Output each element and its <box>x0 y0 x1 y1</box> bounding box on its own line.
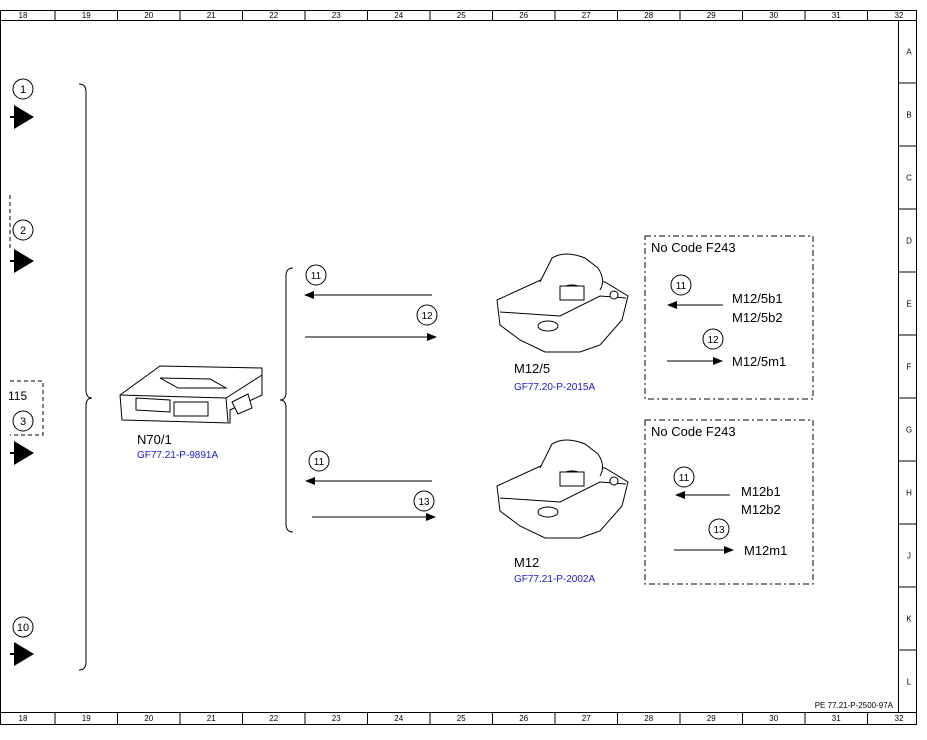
grid-column-label: 29 <box>707 714 716 723</box>
grid-row-label: G <box>906 426 912 435</box>
option-box-bottom-title: No Code F243 <box>651 424 736 439</box>
grid-row-label: D <box>906 237 912 246</box>
input-10: 10 <box>10 616 34 666</box>
grid-row-label: H <box>906 489 912 498</box>
grid-column-label: 30 <box>769 714 778 723</box>
grid-column-labels-top: 18 19 20 21 22 23 24 25 26 27 28 29 30 31 32 <box>19 11 904 20</box>
grid-column-label: 25 <box>457 714 466 723</box>
m12-5-actuator-icon <box>496 253 629 353</box>
grid-row-label: E <box>906 300 911 309</box>
grid-column-label: 21 <box>207 11 216 20</box>
grid-row-label: J <box>907 552 911 561</box>
grid-column-label: 22 <box>269 11 278 20</box>
m12-signal-13: 13 <box>312 490 436 521</box>
option-box-top: No Code F243 11 M12/5b1 M12/5b2 12 M12/5… <box>644 235 814 400</box>
m12-5-name: M12/5 <box>514 361 550 376</box>
option-box-bottom: No Code F243 11 M12b1 M12b2 13 M12m1 <box>644 419 814 585</box>
grid-row-ticks <box>898 82 917 651</box>
m12-signal-13-label: 13 <box>418 497 430 508</box>
grid-column-label: 31 <box>832 11 841 20</box>
grid-column-labels-bottom: 18 19 20 21 22 23 24 25 26 27 28 29 30 31 32 <box>19 714 904 723</box>
grid-column-label: 19 <box>82 714 91 723</box>
box-top-circle-a: 11 <box>676 281 687 292</box>
grid-row-label: L <box>907 678 912 687</box>
grid-column-label: 23 <box>332 714 341 723</box>
input-1-label: 1 <box>20 84 26 96</box>
grid-column-label: 29 <box>707 11 716 20</box>
m12-signal-11-label: 11 <box>314 457 325 468</box>
grid-column-label: 23 <box>332 11 341 20</box>
grid-column-label: 22 <box>269 714 278 723</box>
m12-signal-11: 11 <box>305 450 432 485</box>
grid-column-label: 21 <box>207 714 216 723</box>
module-115-label: 115 <box>8 389 27 403</box>
input-2-label: 2 <box>20 225 26 237</box>
grid-column-label: 25 <box>457 11 466 20</box>
input-3-label: 3 <box>20 416 26 428</box>
grid-column-label: 18 <box>19 714 28 723</box>
n70-ref-link[interactable]: GF77.21-P-9891A <box>137 450 218 461</box>
grid-column-label: 18 <box>19 11 28 20</box>
grid-row-label: A <box>906 48 912 57</box>
input-3-arrow-icon <box>14 441 34 465</box>
grid-column-label: 30 <box>769 11 778 20</box>
box-bottom-label-b: M12m1 <box>744 543 787 558</box>
grid-column-label: 32 <box>895 11 904 20</box>
box-bottom-label-a1: M12b1 <box>741 484 781 499</box>
grid-column-label: 26 <box>519 714 528 723</box>
grid-column-label: 32 <box>895 714 904 723</box>
drawing-frame <box>0 10 917 725</box>
grid-column-label: 27 <box>582 714 591 723</box>
grid-column-label: 20 <box>144 11 153 20</box>
input-10-arrow-icon <box>14 642 34 666</box>
left-bracket <box>78 83 93 671</box>
n70-module-icon <box>119 365 263 424</box>
grid-column-label: 31 <box>832 714 841 723</box>
right-bracket <box>279 267 294 533</box>
grid-row-label: F <box>907 363 912 372</box>
m12-name: M12 <box>514 555 539 570</box>
grid-column-label: 24 <box>394 11 403 20</box>
input-1: 1 <box>10 78 34 129</box>
grid-row-label: B <box>906 111 911 120</box>
m12-actuator-icon <box>496 439 629 539</box>
box-bottom-circle-a: 11 <box>679 473 690 484</box>
grid-column-ticks <box>54 10 868 724</box>
m12-5-signal-11: 11 <box>304 264 432 299</box>
grid-column-label: 27 <box>582 11 591 20</box>
input-2: 2 <box>9 195 34 273</box>
n70-name: N70/1 <box>137 432 172 447</box>
drawing-code: PE 77.21-P-2500-97A <box>815 701 894 710</box>
m12-5-signal-11-label: 11 <box>311 271 322 282</box>
grid-column-label: 26 <box>519 11 528 20</box>
grid-column-label: 19 <box>82 11 91 20</box>
m12-5-signal-12-label: 12 <box>421 311 433 322</box>
box-bottom-label-a2: M12b2 <box>741 502 781 517</box>
grid-column-label: 24 <box>394 714 403 723</box>
grid-column-label: 20 <box>144 714 153 723</box>
grid-row-labels: A B C D E F G H J K L <box>906 48 912 687</box>
grid-row-label: K <box>906 615 912 624</box>
grid-row-label: C <box>906 174 912 183</box>
grid-column-label: 28 <box>644 11 653 20</box>
input-10-label: 10 <box>17 622 29 634</box>
m12-5-signal-12: 12 <box>305 304 438 341</box>
box-top-circle-b: 12 <box>707 335 719 346</box>
m12-5-ref-link[interactable]: GF77.20-P-2015A <box>514 382 595 393</box>
box-top-label-b: M12/5m1 <box>732 354 786 369</box>
input-2-arrow-icon <box>14 249 34 273</box>
m12-ref-link[interactable]: GF77.21-P-2002A <box>514 574 595 585</box>
grid-column-label: 28 <box>644 714 653 723</box>
box-top-label-a2: M12/5b2 <box>732 310 783 325</box>
input-1-arrow-icon <box>14 105 34 129</box>
option-box-top-title: No Code F243 <box>651 240 736 255</box>
box-bottom-circle-b: 13 <box>713 525 725 536</box>
input-3: 115 3 <box>8 380 44 465</box>
box-top-label-a1: M12/5b1 <box>732 291 783 306</box>
